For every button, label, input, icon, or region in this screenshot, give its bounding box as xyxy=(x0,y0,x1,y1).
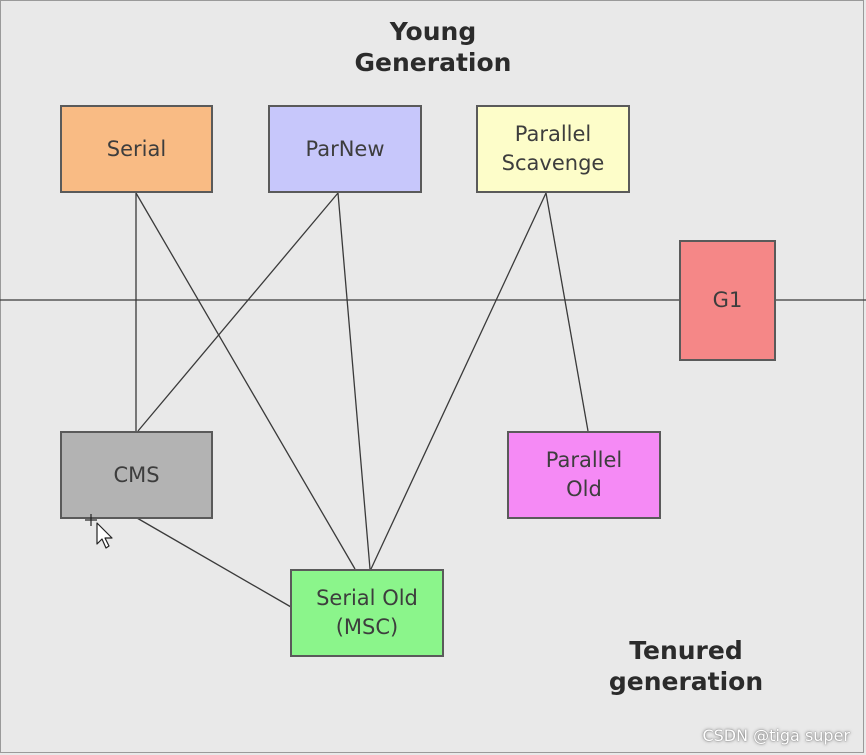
link-parnew-cms xyxy=(137,192,339,432)
collector-box-cms: CMS xyxy=(60,431,213,519)
young-generation-label: Young Generation xyxy=(354,17,512,77)
collector-box-serial-old: Serial Old (MSC) xyxy=(290,569,444,657)
link-parnew-serial-old xyxy=(337,192,371,570)
collector-box-parallel-scavenge: Parallel Scavenge xyxy=(476,105,630,193)
link-parallel-scavenge-parallel-old xyxy=(545,192,589,432)
link-serial-serial-old xyxy=(135,192,356,570)
link-cms-serial-old xyxy=(136,517,292,608)
link-parallel-scavenge-serial-old xyxy=(370,192,547,570)
collector-box-parnew: ParNew xyxy=(268,105,422,193)
collector-box-g1: G1 xyxy=(679,240,776,361)
tenured-generation-label: Tenured generation xyxy=(608,636,764,696)
collector-box-parallel-old: Parallel Old xyxy=(507,431,661,519)
collector-box-serial: Serial xyxy=(60,105,213,193)
mouse-pointer-icon xyxy=(85,514,113,549)
watermark-text: CSDN @tiga super xyxy=(702,726,850,745)
